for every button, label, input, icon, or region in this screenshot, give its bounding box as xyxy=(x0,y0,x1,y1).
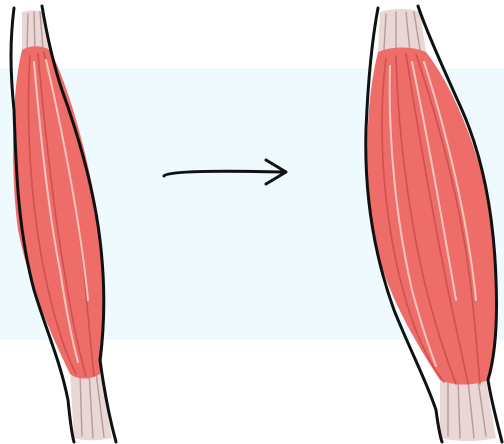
large-muscle-belly xyxy=(367,48,496,385)
small-muscle-icon xyxy=(11,6,116,442)
large-muscle-icon xyxy=(366,6,502,442)
right-arrow-icon xyxy=(164,160,286,184)
